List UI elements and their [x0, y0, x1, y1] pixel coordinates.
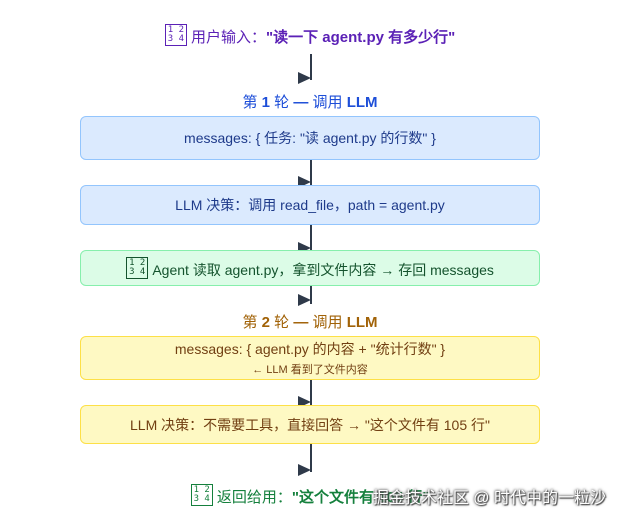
return-label: 返回给用：: [216, 489, 292, 506]
round-2-title-a: 第: [242, 314, 262, 331]
round-2-llm: LLM: [346, 314, 378, 331]
round-1-title-a: 第: [242, 94, 262, 111]
round-2-decision-box: LLM 决策：不需要工具，直接回答 → "这个文件有 105 行": [80, 405, 540, 444]
round-2-messages-text: messages: { agent.py 的内容 + "统计行数" }: [174, 341, 446, 357]
agent-action-label: Agent 读取 agent.py，拿到文件内容 → 存回 messages: [152, 261, 494, 278]
connector-line: [310, 380, 312, 406]
connector-line: [310, 54, 312, 80]
arrow-head: [298, 464, 311, 476]
user-input-quote: "读一下 agent.py 有多少行": [266, 29, 456, 46]
round-1-title-b: 轮: [270, 94, 294, 111]
connector-line: [310, 286, 312, 304]
watermark: 掘金技术社区 @ 时代中的一粒沙: [372, 490, 606, 507]
connector-line: [310, 160, 312, 186]
round-1-llm: LLM: [346, 94, 378, 111]
round-2-messages-box: messages: { agent.py 的内容 + "统计行数" } ← LL…: [80, 336, 540, 380]
connector-line: [310, 225, 312, 251]
round-2-decision-text: LLM 决策：不需要工具，直接回答 → "这个文件有 105 行": [130, 416, 490, 433]
round-1-decision-box: LLM 决策：调用 read_file，path = agent.py: [80, 185, 540, 225]
round-2-title-b: 轮: [270, 314, 294, 331]
arrow-head: [298, 294, 311, 306]
round-2-dash: —: [293, 314, 309, 331]
round-1-title: 第 1 轮 — 调用 LLM: [0, 91, 620, 112]
round-1-dash: —: [293, 94, 309, 111]
round-2-note: ← LLM 看到了文件内容: [252, 364, 368, 376]
round-1-decision-text: LLM 决策：调用 read_file，path = agent.py: [175, 197, 445, 213]
return-quote: "这个文件有 105 行": [291, 489, 430, 506]
round-2-title-c: 调用: [308, 314, 347, 331]
round-1-messages-box: messages: { 任务: "读 agent.py 的行数" }: [80, 116, 540, 160]
round-1-num: 1: [261, 94, 270, 111]
arrow-head: [298, 72, 311, 84]
round-2-num: 2: [261, 314, 270, 331]
round-2-title: 第 2 轮 — 调用 LLM: [0, 311, 620, 332]
round-1-title-c: 调用: [308, 94, 347, 111]
connector-line: [310, 444, 312, 472]
user-input-label: 用户输入：: [191, 29, 267, 46]
round-1-messages-text: messages: { 任务: "读 agent.py 的行数" }: [184, 130, 436, 146]
